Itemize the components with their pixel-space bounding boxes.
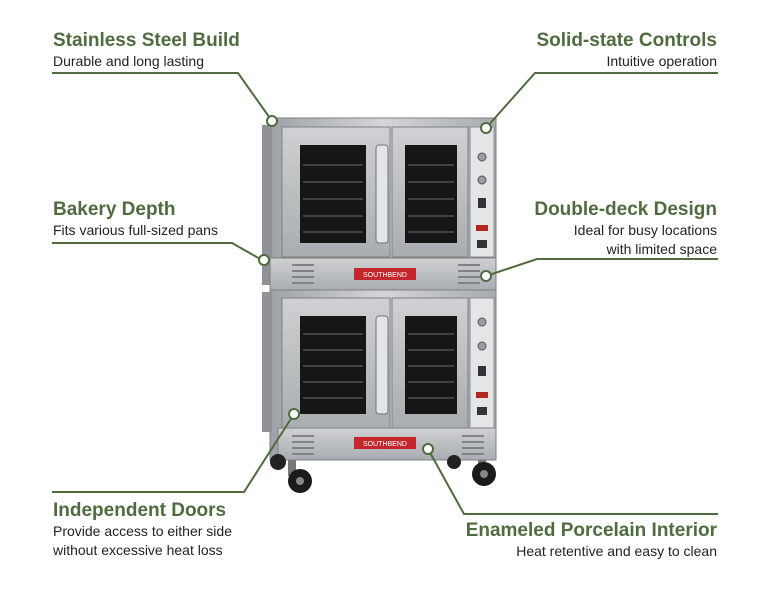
callout-desc: Provide access to either side without ex… (53, 522, 232, 560)
upper-oven: SOUTHBEND (262, 117, 497, 291)
callout-title: Double-deck Design (534, 199, 717, 220)
callout-solid-state-controls: Solid-state Controls Intuitive operation (536, 30, 717, 71)
leader-solid (485, 72, 718, 129)
callout-desc: Ideal for busy locations with limited sp… (534, 221, 717, 259)
callout-title: Independent Doors (53, 500, 227, 521)
callout-desc: Heat retentive and easy to clean (466, 542, 717, 561)
upper-control-panel (469, 126, 495, 258)
callout-independent-doors: Independent Doors Provide access to eith… (53, 500, 232, 560)
upper-brand-plate (354, 268, 416, 280)
callout-desc: Durable and long lasting (53, 52, 240, 71)
callout-desc-line: Durable and long lasting (53, 53, 204, 69)
marker-enamel (422, 443, 434, 455)
callout-stainless-steel-build: Stainless Steel Build Durable and long l… (53, 30, 240, 71)
callout-desc: Intuitive operation (536, 52, 717, 71)
lower-left-window (300, 316, 366, 414)
lower-right-window (405, 316, 457, 414)
callout-title: Stainless Steel Build (53, 30, 240, 51)
callout-bakery-depth: Bakery Depth Fits various full-sized pan… (53, 199, 218, 240)
upper-left-window (300, 145, 366, 243)
lower-brand-label: SOUTHBEND (363, 441, 407, 448)
leader-bakery (52, 242, 263, 261)
callout-desc: Fits various full-sized pans (53, 221, 218, 240)
callout-desc-line: Fits various full-sized pans (53, 222, 218, 238)
lower-brand-plate (354, 437, 416, 449)
lower-oven: SOUTHBEND (262, 289, 497, 461)
marker-stainless (266, 115, 278, 127)
callout-desc-line: with limited space (606, 241, 718, 257)
marker-independent (288, 408, 300, 420)
callout-double-deck-design: Double-deck Design Ideal for busy locati… (534, 199, 717, 259)
upper-brand-label: SOUTHBEND (363, 272, 407, 279)
upper-right-window (405, 145, 457, 243)
upper-door-handle (375, 144, 389, 244)
callout-desc-line: without excessive heat loss (53, 542, 223, 558)
marker-double (480, 270, 492, 282)
marker-solid (480, 122, 492, 134)
callout-desc-line: Intuitive operation (606, 53, 717, 69)
callout-desc-line: Ideal for busy locations (573, 222, 717, 238)
callout-desc-line: Provide access to either side (53, 523, 232, 539)
casters (270, 454, 496, 493)
leader-independent (52, 413, 295, 493)
callout-title: Bakery Depth (53, 199, 176, 220)
leader-stainless (52, 72, 273, 122)
callout-title: Enameled Porcelain Interior (465, 520, 717, 541)
callout-enameled-porcelain-interior: Enameled Porcelain Interior Heat retenti… (466, 520, 717, 561)
lower-door-handle (375, 315, 389, 415)
marker-bakery (258, 254, 270, 266)
leader-double (485, 258, 718, 277)
leader-enamel (427, 448, 718, 515)
callout-title: Solid-state Controls (536, 30, 717, 51)
callout-desc-line: Heat retentive and easy to clean (516, 543, 717, 559)
